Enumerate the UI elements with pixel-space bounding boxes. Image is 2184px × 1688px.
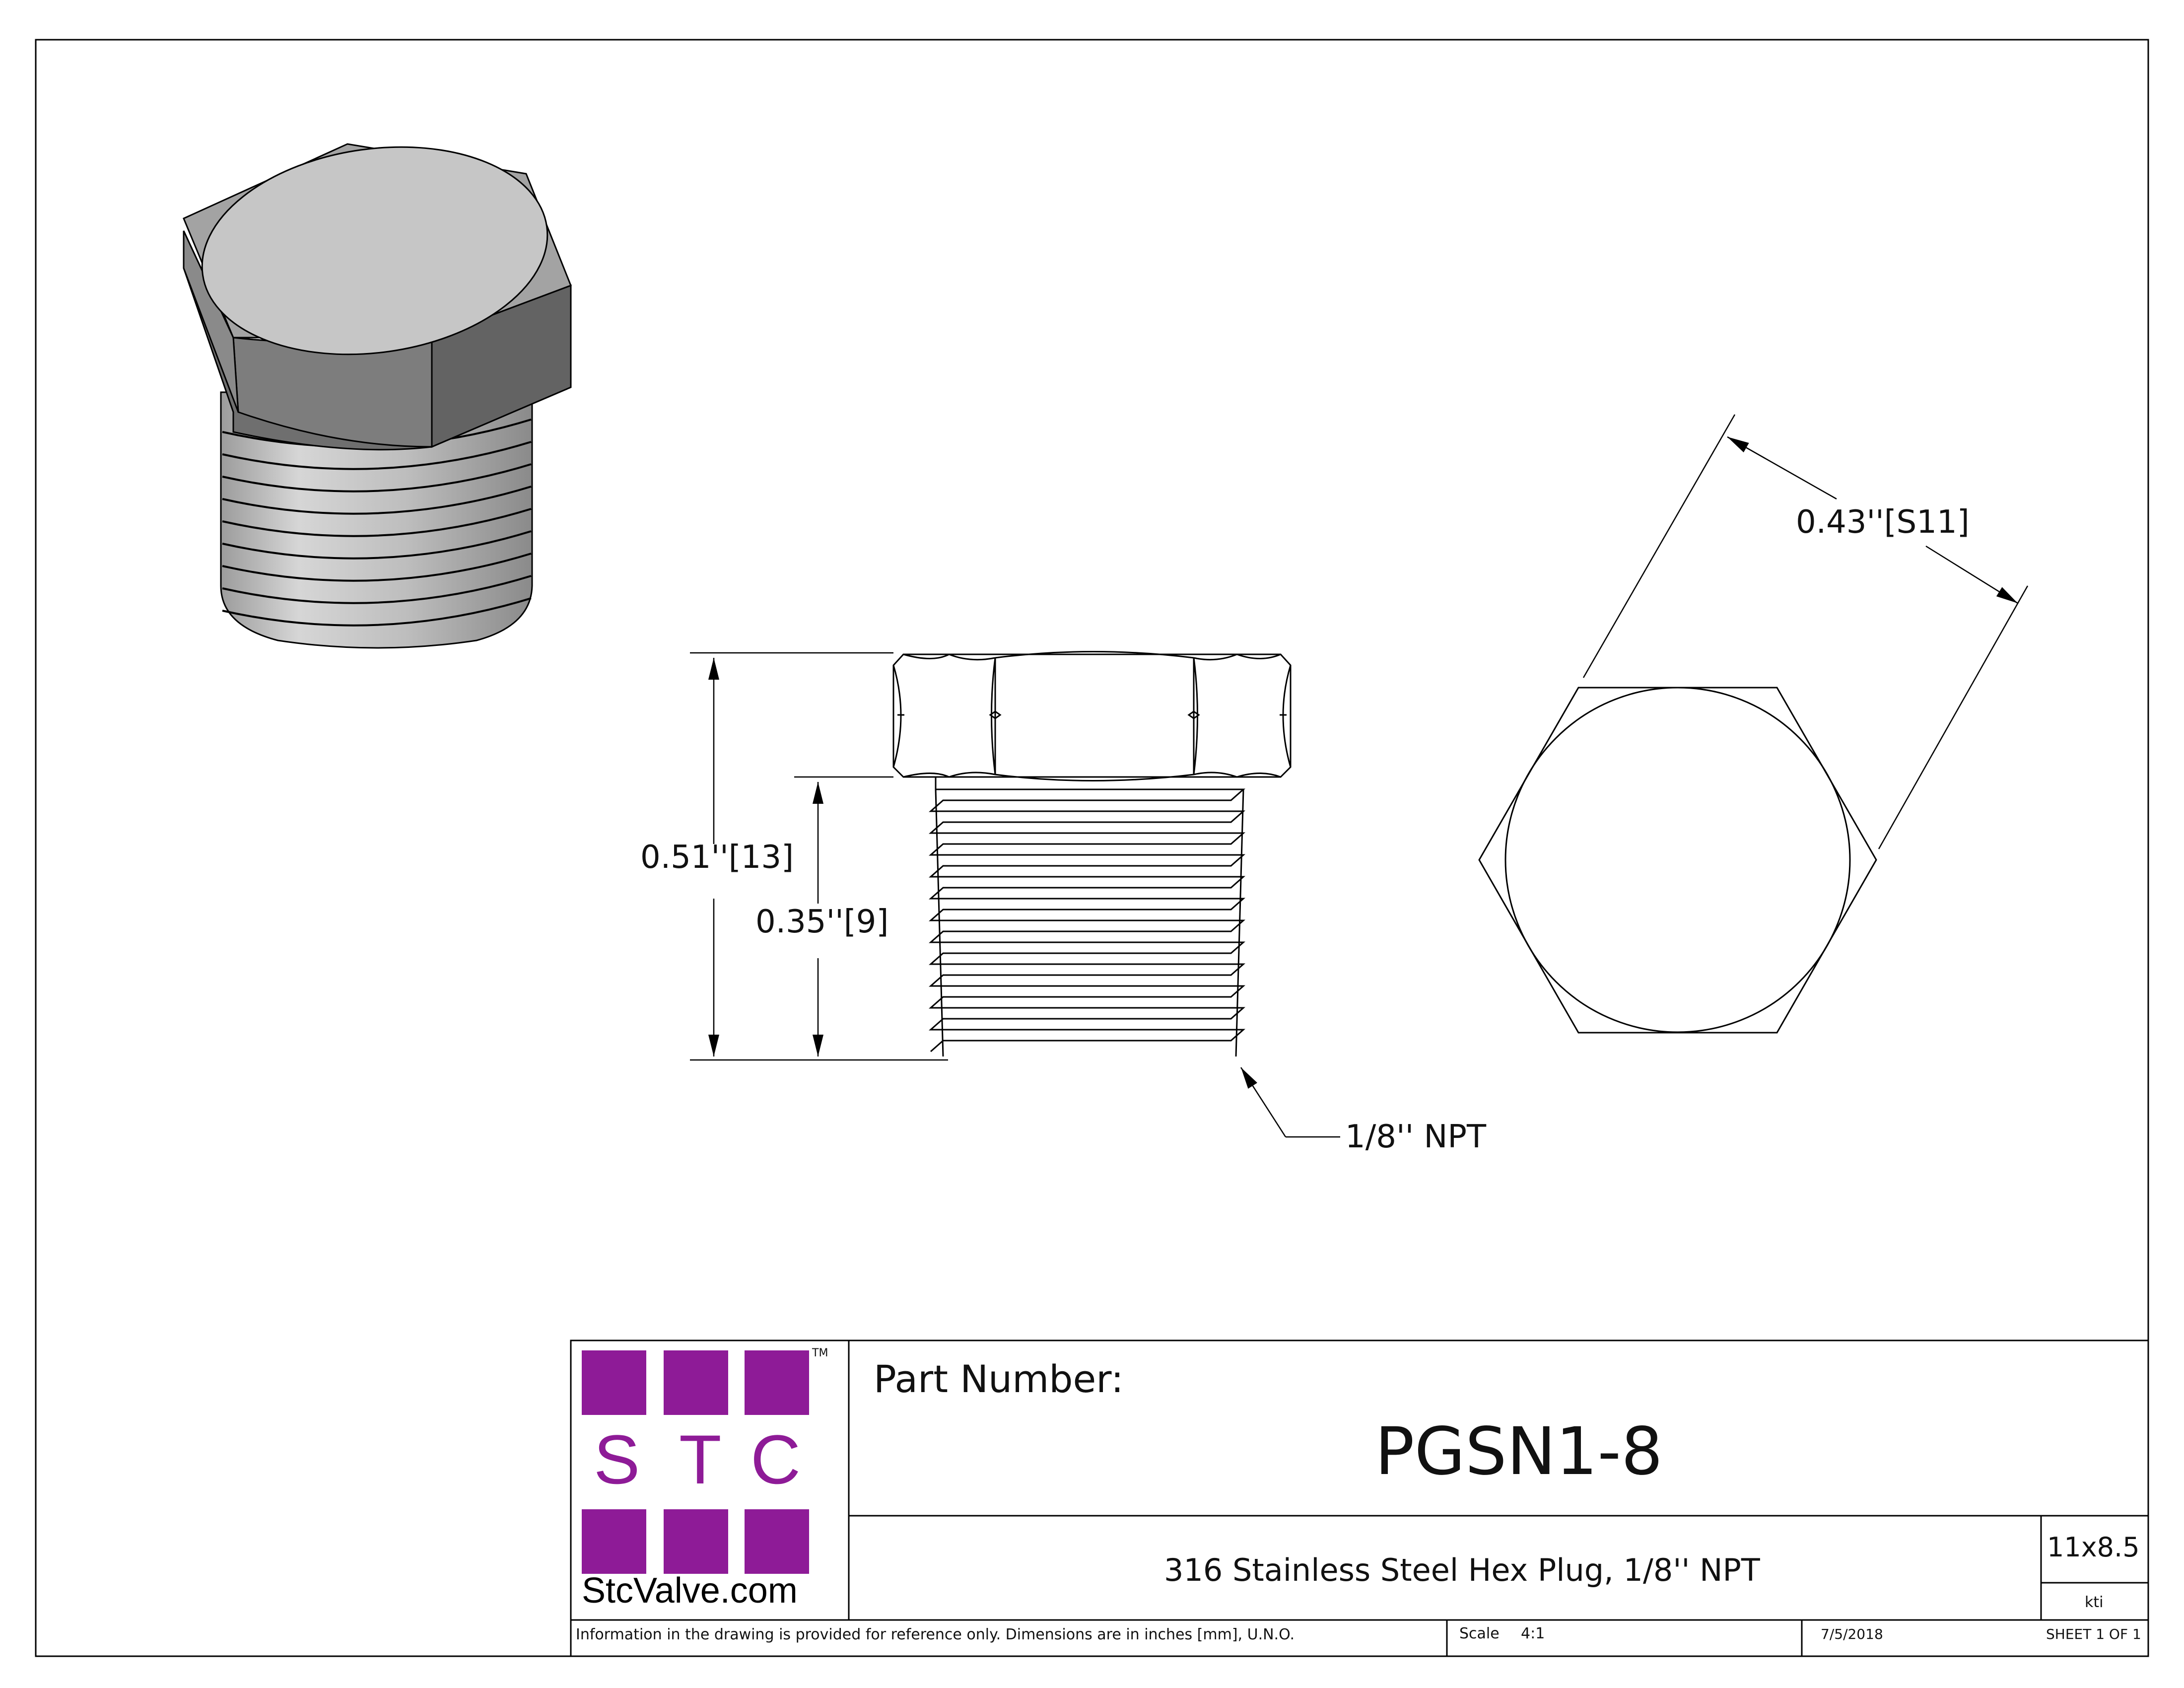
iso-thread-line	[222, 441, 532, 470]
part-number-label: Part Number:	[874, 1357, 1124, 1401]
dim-overall-height: 0.51''[13]	[640, 839, 794, 876]
logo-website: StcValve.com	[582, 1571, 798, 1611]
iso-thread-line	[222, 575, 532, 604]
iso-thread-line	[222, 530, 532, 560]
logo-letter-s: S	[594, 1420, 640, 1498]
front-thread-edge	[1235, 789, 1244, 1057]
front-dimensions	[690, 652, 1340, 1138]
scale-label: Scale	[1459, 1625, 1500, 1642]
end-view	[1478, 687, 1877, 1034]
logo-trademark: TM	[812, 1347, 828, 1359]
front-view	[892, 651, 1292, 1057]
logo-letter-c: C	[751, 1420, 801, 1498]
sheet-size: 11x8.5	[2047, 1532, 2140, 1563]
drawing-date: 7/5/2018	[1821, 1626, 1883, 1642]
iso-thread-line	[222, 553, 532, 582]
dim-thread-callout: 1/8'' NPT	[1345, 1119, 1487, 1155]
end-dimensions	[1582, 414, 2029, 849]
iso-thread-line	[222, 508, 532, 537]
dim-thread-length: 0.35''[9]	[755, 904, 889, 940]
logo-letter-t: T	[679, 1420, 722, 1498]
part-number: PGSN1-8	[1375, 1413, 1663, 1490]
reference-note: Information in the drawing is provided f…	[576, 1626, 1295, 1643]
front-thread-edge	[935, 789, 944, 1057]
iso-thread-line	[222, 597, 532, 627]
title-block	[570, 1339, 2149, 1657]
dim-across-flats: 0.43''[S11]	[1796, 504, 1970, 541]
scale-value: 4:1	[1521, 1625, 1545, 1642]
iso-thread-line	[222, 463, 532, 492]
sheet-number: SHEET 1 OF 1	[2046, 1626, 2141, 1642]
part-description: 316 Stainless Steel Hex Plug, 1/8'' NPT	[1164, 1552, 1760, 1588]
drawn-by: kti	[2085, 1594, 2104, 1611]
front-thread-profile	[929, 777, 1245, 1053]
iso-thread-line	[222, 486, 532, 515]
isometric-view	[183, 143, 572, 649]
stc-logo-squares	[582, 1350, 809, 1574]
